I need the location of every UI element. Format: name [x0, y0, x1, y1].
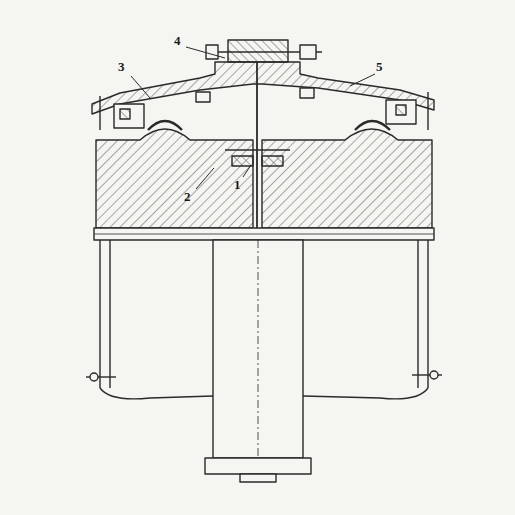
left-housing-outer — [99, 240, 100, 388]
shaft — [213, 240, 303, 458]
left-spring-grid — [148, 121, 182, 130]
right-seal — [386, 100, 416, 124]
leader-line — [131, 76, 150, 98]
hub-band — [94, 228, 434, 240]
right-housing-inner — [417, 240, 418, 388]
shaft-axis — [258, 240, 259, 458]
cover-bolt-left — [196, 92, 210, 102]
callout-number: 1 — [234, 178, 241, 191]
right-housing-bottom — [303, 388, 428, 399]
right-spring-grid — [355, 121, 390, 130]
left-housing-bottom — [100, 388, 213, 399]
leader-line — [196, 168, 214, 189]
left-seal-ring — [120, 109, 130, 119]
right-key — [262, 156, 283, 166]
left-key — [232, 156, 253, 166]
bolt-nut — [300, 45, 316, 59]
callout-number: 2 — [184, 190, 191, 203]
leader-line — [350, 74, 375, 86]
callout-number: 4 — [174, 34, 181, 47]
leader-line — [186, 47, 225, 58]
right-hub — [262, 129, 432, 228]
callout-number: 5 — [376, 60, 383, 73]
bottom-nut — [240, 474, 276, 482]
center-plate — [256, 62, 258, 232]
band-line — [94, 234, 434, 235]
right-cover-screw — [427, 92, 428, 130]
key-line — [225, 149, 290, 150]
cover-bolt-right — [300, 88, 314, 98]
right-seal-ring — [396, 105, 406, 115]
left-seal — [114, 104, 144, 128]
leader-line — [243, 165, 251, 177]
right-housing-outer — [427, 240, 428, 388]
left-flange-bolt — [90, 373, 98, 381]
callout-number: 3 — [118, 60, 125, 73]
leader-lines — [131, 47, 375, 189]
bottom-bolt — [205, 458, 311, 474]
bolt-flange — [228, 40, 288, 62]
bolt-head — [206, 45, 218, 59]
left-cover-screw — [99, 96, 100, 130]
left-hub — [96, 129, 253, 228]
right-flange-bolt — [430, 371, 438, 379]
left-housing-inner — [109, 240, 110, 388]
